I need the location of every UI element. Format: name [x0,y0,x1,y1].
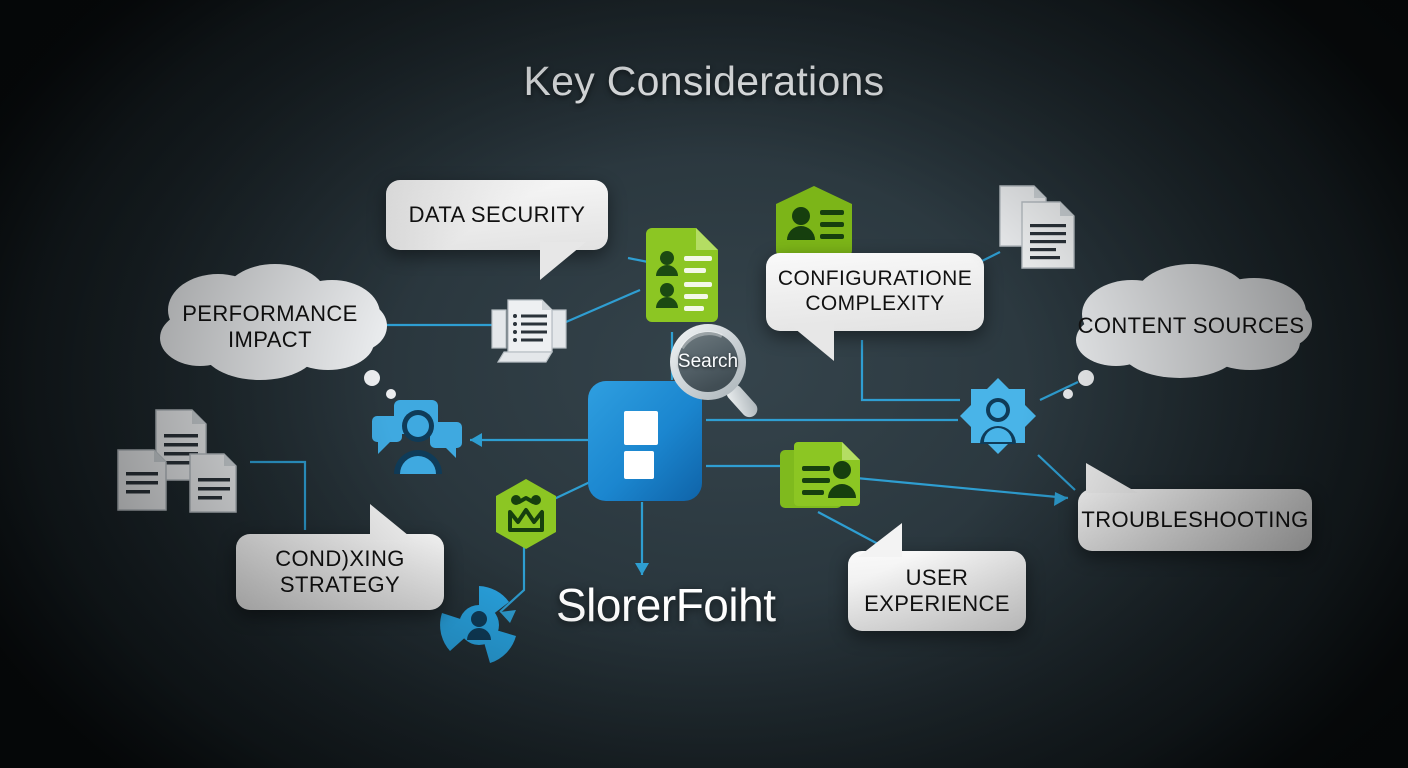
callout-data-security[interactable]: DATA SECURITY [386,180,608,280]
blue-pinwheel-person-icon[interactable] [438,584,520,666]
callout-ux-label: USER EXPERIENCE [864,565,1010,617]
thought-dots-content-sources [1063,370,1094,399]
indexing-line-2: STRATEGY [279,572,401,597]
callout-indexing-strategy[interactable]: COND)XING STRATEGY [236,504,444,610]
thought-dots-performance [364,370,396,399]
callout-tail [370,504,414,540]
config-line-1: CONFIGURATIONE [777,267,973,291]
document-list-icon[interactable] [490,296,568,364]
blue-chat-person-icon[interactable] [372,398,464,476]
magnifier-icon [670,324,758,418]
callout-data-security-label: DATA SECURITY [408,202,586,228]
callout-tail [788,323,834,361]
document-pages-icon[interactable] [996,184,1078,270]
green-hexagon-group-icon[interactable] [492,478,560,550]
callout-configuration-label: CONFIGURATIONE COMPLEXITY [778,267,972,317]
cloud-content-sources[interactable]: CONTENT SOURCES [1068,262,1314,390]
search-magnifier[interactable]: Search [666,320,776,425]
ux-line-2: EXPERIENCE [864,591,1010,616]
center-brand-word: SlorerFoiht [556,579,776,631]
callout-tail [540,242,586,280]
callout-tail [858,523,902,557]
document-stack-icon[interactable] [112,408,248,514]
cloud-shape [1076,264,1312,378]
cloud-shape [160,264,387,380]
green-badge-person-icon[interactable] [774,186,854,262]
blue-starburst-person-icon[interactable] [956,378,1040,462]
callout-troubleshooting[interactable]: TROUBLESHOOTING [1078,463,1312,551]
sharepoint-hub-icon[interactable] [586,379,704,503]
green-document-people-icon[interactable] [642,228,722,328]
callout-tail [1086,463,1138,493]
page-title: Key Considerations [523,58,885,104]
cloud-performance-impact[interactable]: PERFORMANCE IMPACT [150,262,390,392]
green-card-person-icon[interactable] [780,440,862,512]
ux-line-1: USER [905,565,969,591]
callout-user-experience[interactable]: USER EXPERIENCE [848,523,1026,631]
callout-configuration-complexity[interactable]: CONFIGURATIONE COMPLEXITY [766,253,984,361]
callout-indexing-label: COND)XING STRATEGY [275,546,405,598]
callout-troubleshooting-label: TROUBLESHOOTING [1081,507,1309,533]
config-line-2: COMPLEXITY [805,292,945,315]
indexing-line-1: COND)XING [275,546,405,572]
